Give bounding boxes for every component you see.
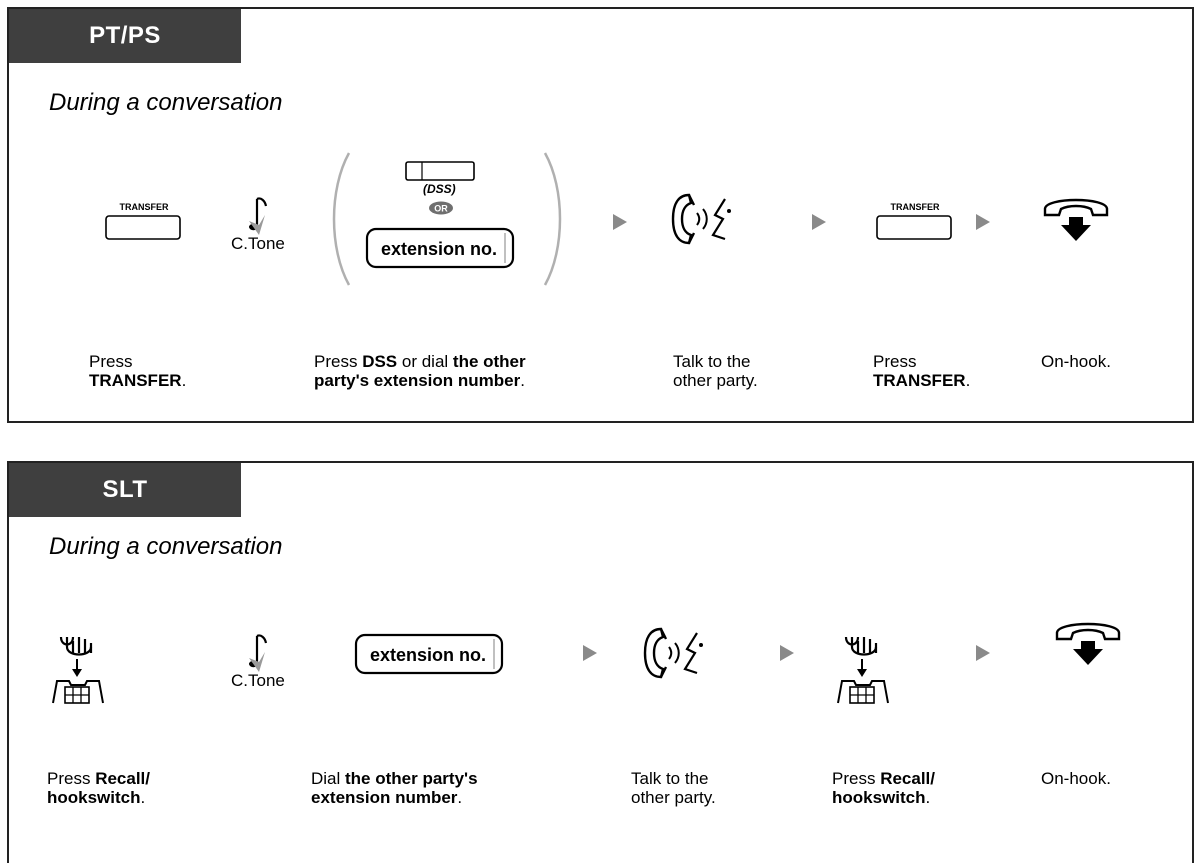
on-hook-icon [1043,198,1109,241]
slt-step2-other: the other party's [345,769,478,788]
on-hook-icon [1055,622,1121,665]
slt-step2-extension: extension number [311,788,458,807]
slt-step2-text: Dial [311,769,346,788]
slt-step1-recall: Recall/ [95,769,150,788]
dss-or-extension-group [332,152,562,286]
transfer-key-icon: TRANSFER [105,202,181,240]
step1-key: TRANSFER [89,371,182,390]
step2-other: the other [452,352,526,371]
slt-condition: During a conversation [49,533,283,560]
pt-ps-panel: PT/PS During a conversation TRANSFER C.T… [7,7,1194,423]
slt-tab: SLT [9,463,241,517]
music-note-icon [249,634,268,672]
slt-step5-caption: On-hook. [1041,769,1111,788]
slt-step4-hookswitch: hookswitch [832,788,926,807]
talk-handset-icon [671,193,731,245]
pt-ps-condition: During a conversation [49,89,283,116]
step2-text-c: or dial [397,352,453,371]
arrow-right-icon [812,214,826,230]
step5-caption: On-hook. [1041,352,1111,371]
extension-number-label: extension no. [370,645,486,665]
step3-line2: other party. [673,371,758,390]
or-badge: OR [429,201,453,215]
step1-text: Press [89,352,133,371]
transfer-key-label: TRANSFER [891,202,940,212]
step1-period: . [181,371,187,390]
step4-key: TRANSFER [873,371,966,390]
slt-step3-line1: Talk to the [631,769,709,788]
extension-number-label: extension no. [381,239,497,259]
arrow-right-icon [976,645,990,661]
step2-extension: party's extension number [314,371,521,390]
step4-caption: Press TRANSFER. [873,352,970,390]
pt-ps-tab: PT/PS [9,9,241,63]
dss-key-icon [405,161,475,181]
transfer-key-icon: TRANSFER [876,202,952,240]
step1-caption: Press TRANSFER. [89,352,186,390]
arrow-right-icon [583,645,597,661]
step2-caption: Press DSS or dial the other party's exte… [314,352,526,390]
slt-step1-period: . [140,788,146,807]
slt-step1-text: Press [47,769,96,788]
arrow-right-icon [976,214,990,230]
arrow-right-icon [613,214,627,230]
slt-step4-period: . [925,788,931,807]
music-note-icon [249,197,268,235]
slt-step2-period: . [457,788,463,807]
step3-caption: Talk to the other party. [673,352,758,390]
slt-step4-recall: Recall/ [880,769,935,788]
extension-number-box: extension no. [354,633,504,675]
or-badge-label: OR [434,204,448,214]
step4-period: . [965,371,971,390]
slt-step1-hookswitch: hookswitch [47,788,141,807]
step2-dss: DSS [362,352,398,371]
talk-handset-icon [643,627,703,679]
slt-panel: SLT During a conversation C.Tone extensi… [7,461,1194,863]
recall-hookswitch-icon [52,636,104,704]
dss-label: (DSS) [423,182,456,196]
slt-step4-text: Press [832,769,881,788]
slt-step4-caption: Press Recall/ hookswitch. [832,769,935,807]
step2-text-a: Press [314,352,363,371]
step2-period: . [520,371,525,390]
slt-step1-caption: Press Recall/ hookswitch. [47,769,150,807]
transfer-key-label: TRANSFER [120,202,169,212]
slt-step2-caption: Dial the other party's extension number. [311,769,478,807]
step3-line1: Talk to the [673,352,751,371]
slt-step3-line2: other party. [631,788,716,807]
confirmation-tone-label: C.Tone [231,671,285,690]
slt-step3-caption: Talk to the other party. [631,769,716,807]
extension-number-box: extension no. [365,227,515,269]
arrow-right-icon [780,645,794,661]
step4-text: Press [873,352,917,371]
confirmation-tone-label: C.Tone [231,234,285,253]
recall-hookswitch-icon [837,636,889,704]
